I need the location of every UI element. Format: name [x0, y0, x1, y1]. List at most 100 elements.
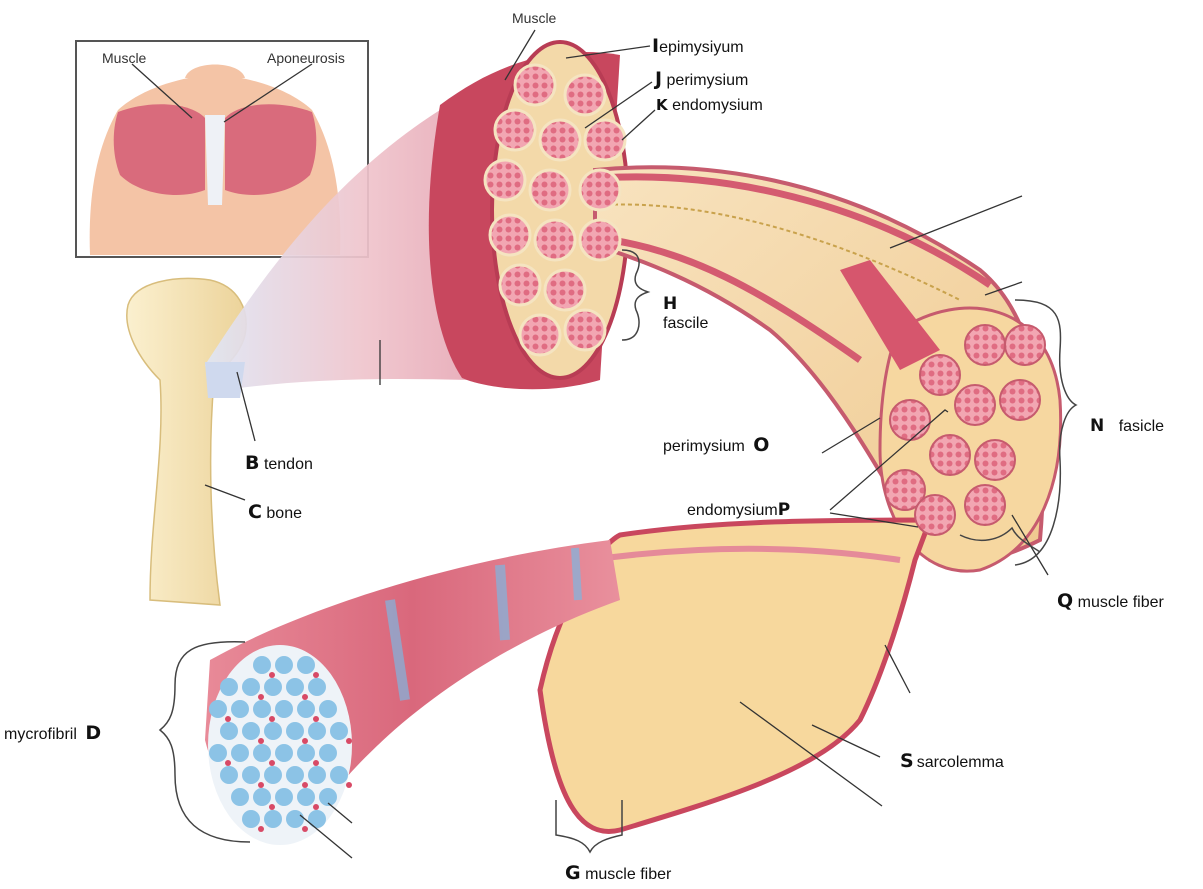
label-K: K endomysium [656, 98, 763, 114]
label-P-letter: P [778, 500, 790, 520]
myofibril-circle [297, 788, 315, 806]
fascicle-cell [585, 120, 625, 160]
myofibril-circle [308, 678, 326, 696]
myofilament-dot [269, 804, 275, 810]
label-B-letter: B [245, 452, 259, 474]
myofibril-circle [220, 766, 238, 784]
myofilament-dot [258, 694, 264, 700]
inset-muscle-label: Muscle [102, 50, 146, 66]
myofibril-circle [231, 744, 249, 762]
label-O-text: perimysium [663, 438, 745, 455]
fascicle-cross-section [890, 400, 930, 440]
label-S-letter: S [900, 750, 914, 772]
myofibril-circle [253, 788, 271, 806]
myofibril-circle [220, 722, 238, 740]
myofibril-circle [253, 656, 271, 674]
fascicle-cell [490, 215, 530, 255]
fascicle-cross-section [955, 385, 995, 425]
myofibril-circle [242, 722, 260, 740]
fascicle-cross-section [965, 485, 1005, 525]
fascicle-cell [535, 220, 575, 260]
myofibril-circle [264, 810, 282, 828]
muscle-top-label: Muscle [512, 10, 556, 26]
label-N: N fasicle [1090, 418, 1164, 435]
myofibril-circle [275, 656, 293, 674]
fascicle-cross-section [1000, 380, 1040, 420]
myofibril-circle [319, 744, 337, 762]
bone-shape [127, 278, 246, 605]
myofibril-circle [209, 744, 227, 762]
label-G-letter: G [565, 862, 581, 884]
label-S-text: sarcolemma [917, 754, 1004, 771]
myofibril-circle [242, 810, 260, 828]
label-Q-text: muscle fiber [1078, 594, 1164, 611]
label-I-text: epimysiyum [659, 39, 743, 56]
myofibril-circle [220, 678, 238, 696]
myofilament-dot [313, 716, 319, 722]
myofibril-circle [297, 700, 315, 718]
myofilament-dot [302, 694, 308, 700]
myofibril-circle [286, 810, 304, 828]
fascicle-cell [545, 270, 585, 310]
myofilament-dot [258, 782, 264, 788]
label-H-letter: H [663, 296, 708, 313]
inset-aponeurosis-label: Aponeurosis [267, 50, 345, 66]
label-O-letter: O [753, 434, 769, 456]
label-G: G muscle fiber [565, 864, 671, 883]
label-O: perimysium O [663, 436, 769, 455]
fascicle-cell [485, 160, 525, 200]
blue-stripe-3 [575, 548, 578, 600]
myofilament-dot [225, 716, 231, 722]
fascicle-cell [495, 110, 535, 150]
myofibril-circle [275, 700, 293, 718]
myofilament-dot [269, 672, 275, 678]
fascicle-cross-section [975, 440, 1015, 480]
label-H-text: fascile [663, 316, 708, 332]
myofilament-dot [258, 826, 264, 832]
bone [127, 278, 246, 605]
myofibril-circle [286, 766, 304, 784]
myofibril-circle [308, 722, 326, 740]
leader-nerve [890, 196, 1022, 248]
label-C-text: bone [266, 505, 302, 522]
label-I: Iepimysiyum [652, 37, 744, 56]
fascicle-cell [565, 310, 605, 350]
aponeurosis-sheet [205, 115, 225, 205]
fascicle-cell [580, 220, 620, 260]
myofilament-dot [313, 760, 319, 766]
myofibril-circle [242, 678, 260, 696]
myofilament-dot [269, 716, 275, 722]
fascicle-cell [565, 75, 605, 115]
fascicle-cell [515, 65, 555, 105]
myofibril-circle [231, 700, 249, 718]
myofibril-circle [275, 744, 293, 762]
myofibril-circle [330, 766, 348, 784]
fascicle-cell [530, 170, 570, 210]
label-J-letter: J [655, 68, 662, 90]
label-B-text: tendon [264, 456, 313, 473]
label-G-text: muscle fiber [585, 866, 671, 883]
label-B: B tendon [245, 454, 313, 473]
myofibril-circle [264, 766, 282, 784]
myofilament-dot [346, 782, 352, 788]
fascicle-cell [500, 265, 540, 305]
myofibril-circle [297, 656, 315, 674]
blue-stripe-2 [500, 565, 505, 640]
myofilament-dot [302, 826, 308, 832]
label-K-text: endomysium [672, 97, 763, 114]
label-P-text: endomysium [687, 502, 778, 519]
myofibril-circle [286, 722, 304, 740]
myofibril-circle [286, 678, 304, 696]
label-N-text: fasicle [1119, 418, 1164, 435]
label-D-text: mycrofibril [4, 726, 77, 743]
fascicle-cell [540, 120, 580, 160]
fascicle-cross-section [1005, 325, 1045, 365]
label-C: C bone [248, 503, 302, 522]
leader-K [622, 110, 655, 140]
myofibril-circle [242, 766, 260, 784]
myofilament-dot [313, 672, 319, 678]
label-J: J perimysium [655, 70, 748, 89]
fascicle-cross-section [930, 435, 970, 475]
